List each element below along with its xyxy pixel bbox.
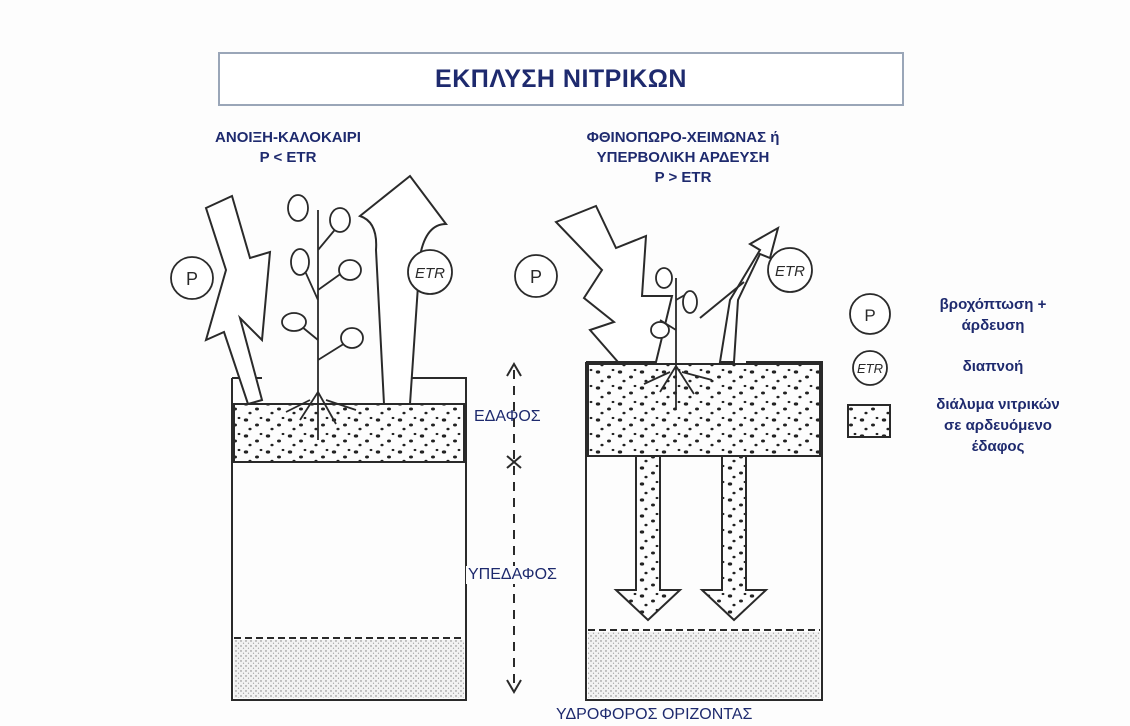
left-column: [232, 378, 466, 700]
left-leaf-6: [341, 328, 363, 348]
aquifer-label: ΥΔΡΟΦΟΡΟΣ ΟΡΙΖΟΝΤΑΣ: [556, 706, 752, 724]
left-leaf-3: [291, 249, 309, 275]
legend-nitrate-line1: διάλυμα νιτρικών: [908, 394, 1088, 415]
legend-etr-text: διαπνοή: [908, 356, 1078, 377]
legend-p-text: βροχόπτωση + άρδευση: [908, 294, 1078, 336]
legend-p-line1: βροχόπτωση +: [908, 294, 1078, 315]
legend-nitrate-line2: σε αρδευόμενο: [908, 415, 1088, 436]
left-soil-layer: [234, 404, 464, 462]
right-aquifer-fill: [588, 632, 820, 698]
legend-nitrate-swatch: [848, 405, 890, 437]
legend-p-line2: άρδευση: [908, 315, 1078, 336]
left-leaf-2: [330, 208, 350, 232]
soil-label: ΕΔΑΦΟΣ: [474, 408, 541, 426]
right-column: [586, 362, 822, 700]
subsoil-label: ΥΠΕΔΑΦΟΣ: [466, 566, 559, 584]
right-p-arrow: [556, 206, 672, 362]
legend-nitrate-line3: έδαφος: [908, 436, 1088, 457]
right-leaf-1: [656, 268, 672, 288]
right-leaf-2: [683, 291, 697, 313]
legend-nitrate-text: διάλυμα νιτρικών σε αρδευόμενο έδαφος: [908, 394, 1088, 457]
right-plant-stem: [660, 278, 690, 366]
left-p-symbol: P: [186, 269, 198, 289]
right-p-symbol: P: [530, 267, 542, 287]
right-leaf-3: [651, 322, 669, 338]
left-aquifer-fill: [234, 640, 464, 698]
left-etr-symbol: ETR: [415, 265, 445, 282]
legend: P ETR: [848, 294, 890, 437]
legend-etr-symbol: ETR: [857, 361, 883, 376]
legend-etr-line1: διαπνοή: [908, 356, 1078, 377]
left-leaf-1: [288, 195, 308, 221]
left-plant-stem: [296, 210, 350, 392]
legend-p-symbol: P: [864, 306, 875, 325]
right-leaching-arrow-right: [702, 456, 766, 620]
left-leaf-5: [282, 313, 306, 331]
left-leaf-4: [339, 260, 361, 280]
right-etr-symbol: ETR: [775, 263, 805, 280]
left-p-arrow: [206, 196, 270, 404]
right-leaching-arrow-left: [616, 456, 680, 620]
